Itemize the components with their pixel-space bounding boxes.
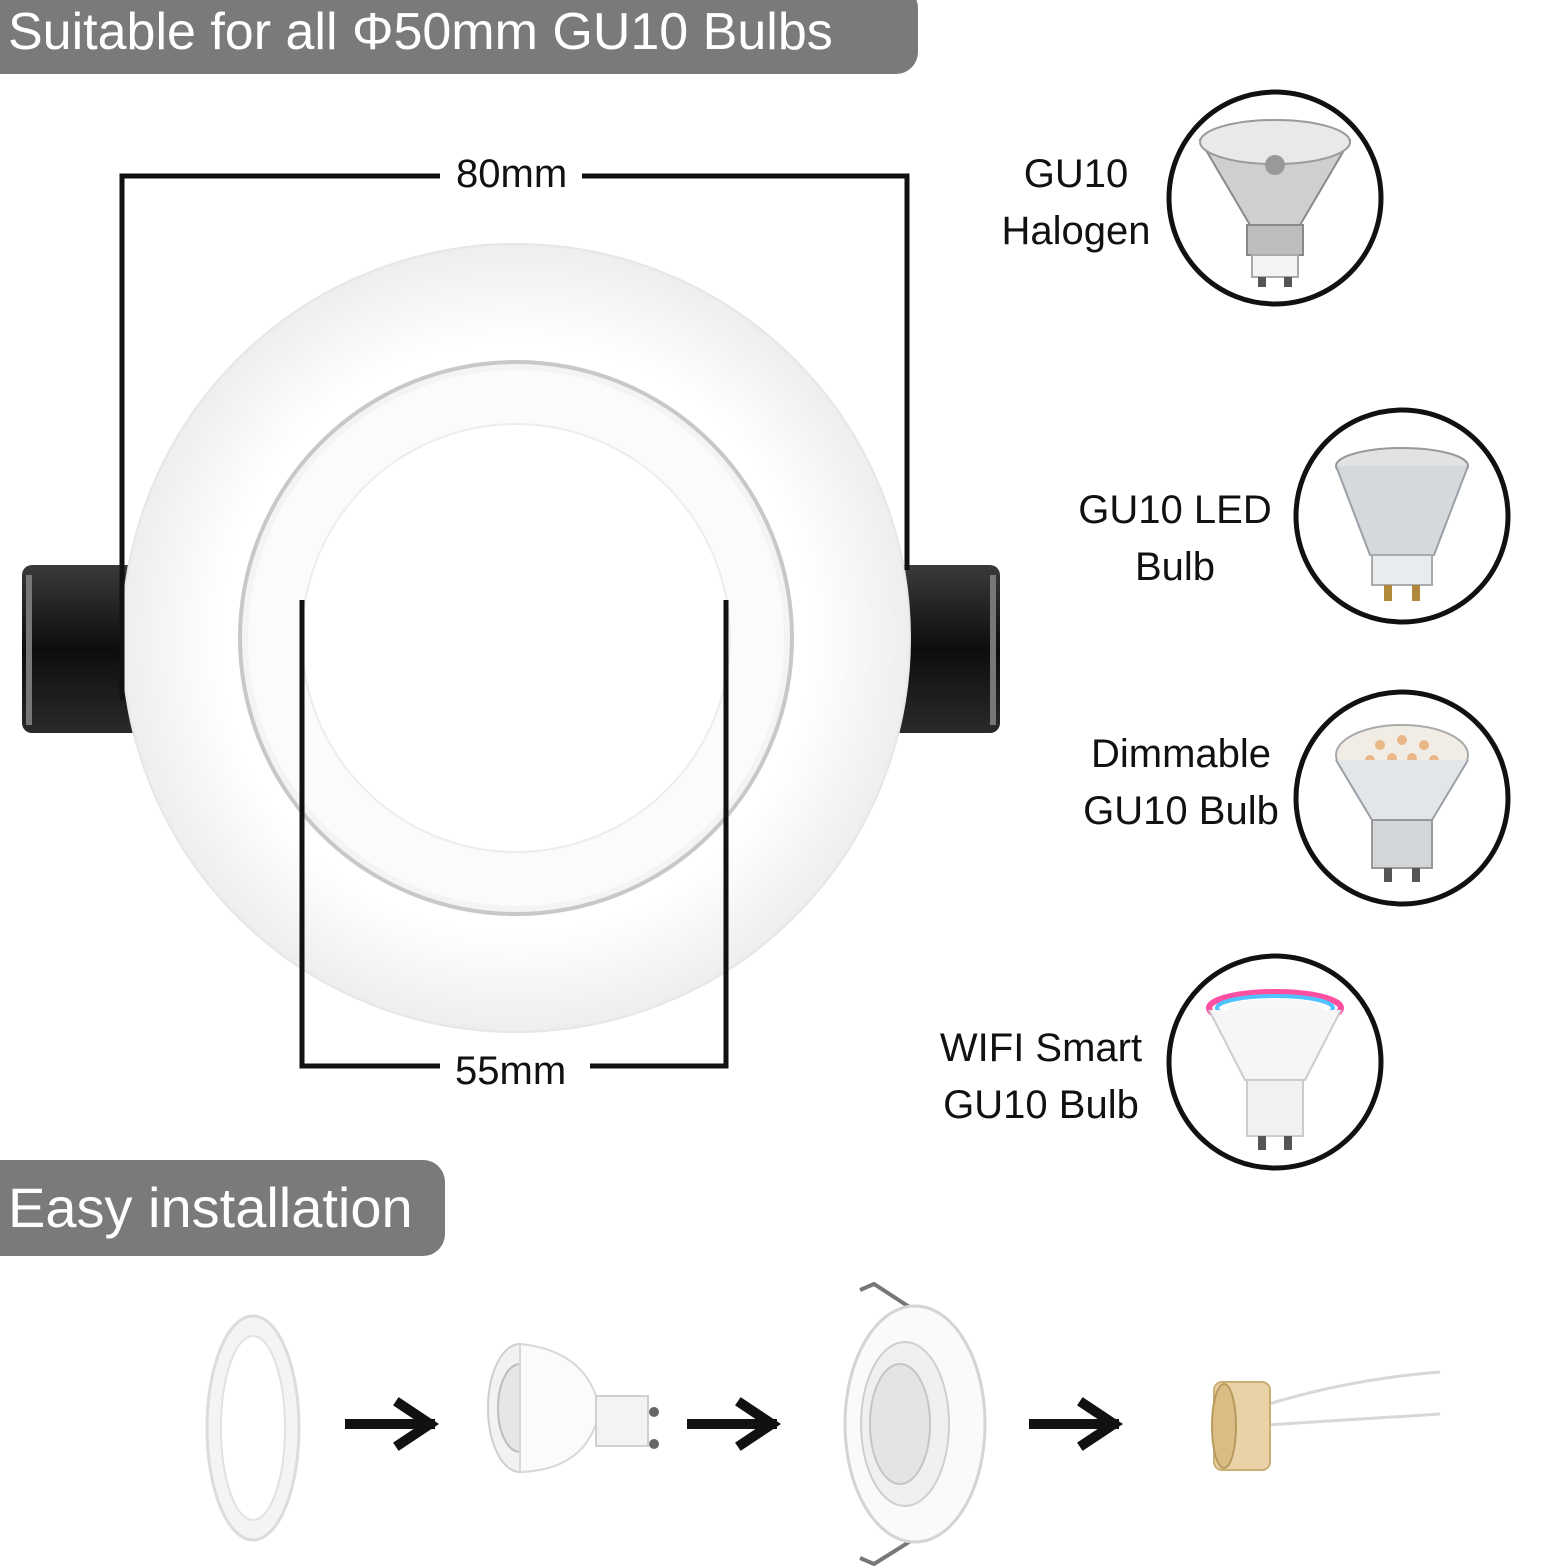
downlight-fitting-icon	[843, 1281, 987, 1567]
gu10-led-bulb-icon	[487, 1342, 659, 1474]
bulb-circle-halogen	[1166, 89, 1384, 307]
spring-clip-right	[880, 565, 1000, 733]
arrow-right-icon	[1029, 1397, 1124, 1451]
arrow-right-icon	[687, 1397, 782, 1451]
gu10-socket-icon	[1211, 1370, 1441, 1471]
trim-ring-icon	[205, 1314, 301, 1542]
bulb-circle-led	[1293, 407, 1511, 625]
outer-diameter-bracket	[119, 173, 910, 700]
bulb-label-halogen: GU10 Halogen	[1001, 152, 1151, 253]
section-banner-compatibility: Suitable for all Φ50mm GU10 Bulbs	[0, 0, 918, 74]
outer-diameter-label: 80mm	[444, 154, 580, 194]
bulb-label-dimmable: Dimmable GU10 Bulb	[1083, 732, 1279, 833]
arrow-right-icon	[345, 1397, 440, 1451]
bulb-circle-dimmable	[1293, 689, 1511, 907]
bulb-circle-smart	[1166, 953, 1384, 1171]
section-banner-installation: Easy installation	[0, 1160, 445, 1256]
bulb-label-smart: WIFI Smart GU10 Bulb	[939, 1026, 1143, 1127]
bulb-label-led: GU10 LED Bulb	[1078, 488, 1272, 589]
spring-clip-left	[22, 565, 142, 733]
installation-title: Easy installation	[8, 1176, 413, 1239]
inner-diameter-label: 55mm	[443, 1051, 579, 1091]
inner-diameter-bracket	[299, 600, 729, 1069]
banner-title: Suitable for all Φ50mm GU10 Bulbs	[8, 3, 833, 61]
